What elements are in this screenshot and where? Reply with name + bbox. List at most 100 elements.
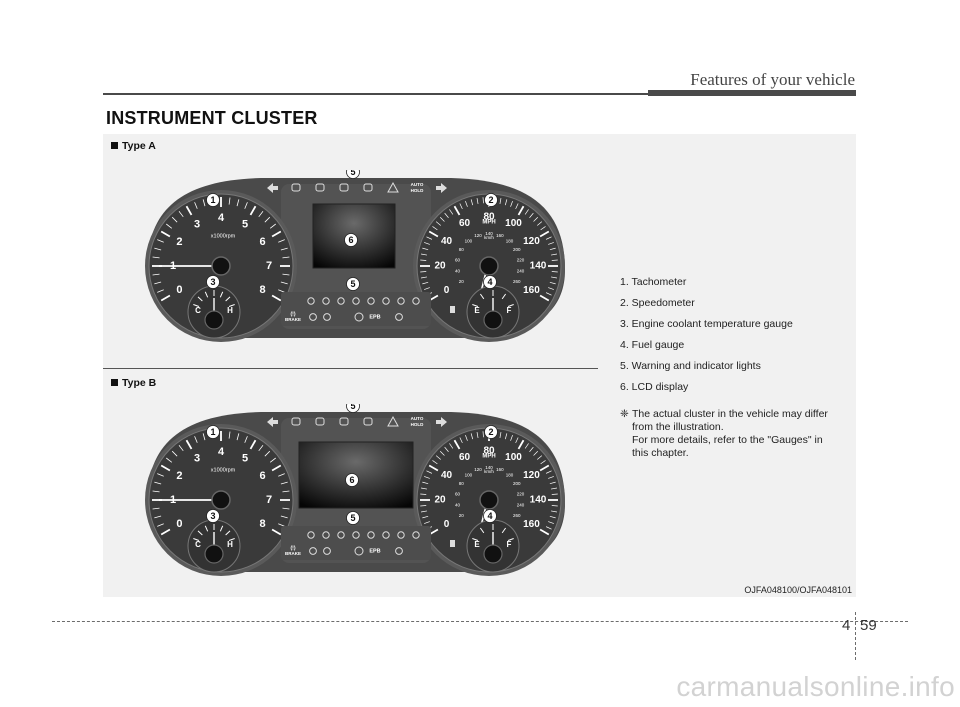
speedometer-tick: [459, 437, 463, 444]
tachometer-tick: [166, 223, 173, 229]
fuel-tick: [507, 304, 514, 307]
speedometer-label: 100: [505, 218, 522, 229]
speedometer-tick: [540, 460, 546, 465]
tachometer-tick: [194, 436, 198, 443]
steering-warning-icon: [309, 547, 317, 555]
tachometer-tick: [152, 256, 160, 259]
tachometer-major-tick: [160, 528, 171, 536]
type-b-label: Type B: [111, 377, 156, 389]
speedometer-tick: [420, 487, 428, 490]
speedometer-tick: [545, 470, 552, 474]
speedometer-label: 120: [523, 470, 540, 481]
auto-hold-label: HOLD: [411, 188, 424, 193]
speedometer-label: 20: [434, 261, 446, 272]
temperature-hub: [204, 544, 224, 564]
cruise-icon: [395, 313, 403, 321]
fuel-pump-icon: [450, 306, 455, 313]
callout-number: 6: [348, 235, 353, 245]
speedometer-tick: [550, 276, 558, 279]
speedometer-label: 60: [459, 452, 471, 463]
speedometer-kmh-label: 160: [496, 467, 504, 472]
cluster-type-a: 012345678x1000rpmCH020406080100120140160…: [141, 165, 571, 347]
temperature-tick: [197, 530, 203, 536]
speedometer-kmh-label: 220: [517, 258, 525, 263]
speedometer-tick: [529, 446, 534, 452]
speedometer-tick: [510, 435, 513, 441]
fuel-tick: [501, 527, 507, 534]
speedometer-tick: [540, 226, 546, 231]
speedometer-tick: [548, 521, 554, 524]
tachometer-major-tick: [160, 464, 171, 472]
tachometer-label: 7: [266, 260, 272, 272]
callout-marker: [484, 425, 498, 439]
speedometer-tick: [551, 259, 558, 261]
speedometer-hub: [479, 490, 499, 510]
speedometer-tick: [424, 476, 430, 479]
speedometer-label: 120: [523, 236, 540, 247]
note: ❈ The actual cluster in the vehicle may …: [620, 408, 856, 460]
speedometer-tick: [420, 510, 428, 513]
speedometer-tick: [420, 276, 428, 279]
speedometer-tick: [432, 226, 438, 231]
speedometer-tick: [422, 281, 429, 285]
speedometer-label: 40: [441, 470, 453, 481]
abs-icon: [354, 312, 364, 322]
header-rule: [103, 93, 648, 95]
callout-marker: [484, 193, 498, 207]
tachometer-label: 2: [176, 470, 182, 482]
oil-pressure-icon: [307, 531, 315, 539]
temperature-tick: [225, 530, 231, 536]
tachometer-hub: [211, 490, 231, 510]
tachometer-tick: [236, 433, 240, 441]
note-line: this chapter.: [632, 447, 689, 459]
speedometer-kmh-label: 20: [459, 513, 465, 518]
figure-divider: [103, 368, 598, 369]
note-line: from the illustration.: [632, 421, 724, 433]
speedometer-tick: [424, 521, 430, 524]
speedometer-tick: [420, 271, 427, 273]
speedometer-label: 100: [505, 452, 522, 463]
fog-light-icon: [315, 417, 325, 426]
tachometer-label: 3: [194, 452, 200, 464]
speedometer-kmh-label: 60: [455, 492, 461, 497]
temperature-tick: [219, 291, 224, 298]
speedometer-major-tick: [428, 464, 439, 472]
airbag-icon: [323, 313, 331, 321]
turn-left-icon: [267, 183, 278, 193]
speedometer-label: 80: [483, 446, 495, 457]
speedometer-tick: [426, 470, 433, 474]
callout-number: 4: [487, 277, 492, 287]
speedometer-label: 140: [530, 261, 547, 272]
callout-number: 5: [350, 170, 355, 177]
fuel-tick: [472, 538, 479, 541]
callout-number: 3: [210, 511, 215, 521]
speedometer-tick: [551, 505, 558, 507]
temperature-tick: [204, 525, 209, 532]
speedometer-kmh-label: 200: [513, 247, 521, 252]
speedometer-tick: [420, 493, 427, 495]
legend-list: 1. Tachometer 2. Speedometer 3. Engine c…: [620, 272, 856, 398]
speedometer-tick: [422, 247, 429, 251]
speedometer-label: 140: [530, 495, 547, 506]
door-icon: [412, 531, 420, 539]
chapter-number: 4: [842, 617, 851, 634]
tachometer-label: 0: [176, 284, 182, 296]
legend-item: 2. Speedometer: [620, 297, 695, 309]
speedometer-tick: [499, 431, 502, 439]
speedometer-tick: [515, 437, 519, 444]
speedometer-tick: [420, 259, 427, 261]
tachometer-tick: [152, 273, 160, 276]
speedometer-kmh-label: 180: [506, 239, 514, 244]
high-beam-icon: [339, 183, 349, 192]
speedometer-tick: [551, 493, 558, 495]
tachometer-tick: [194, 202, 198, 209]
hazard-icon: [387, 181, 399, 193]
auto-hold-label: AUTO: [411, 182, 424, 187]
brake-warning-label: BRAKE: [285, 317, 301, 322]
tachometer-label: 3: [194, 218, 200, 230]
speedometer-tick: [548, 287, 554, 290]
speedometer-tick: [439, 450, 445, 456]
temperature-tick: [204, 291, 209, 298]
speedometer-kmh-label: 40: [455, 503, 461, 508]
speedometer-tick: [476, 431, 479, 439]
